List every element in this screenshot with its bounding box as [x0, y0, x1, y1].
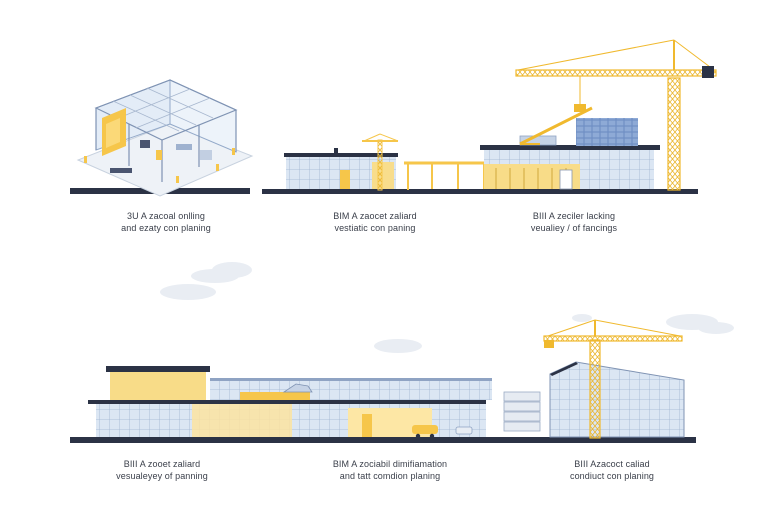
- hall-door: [362, 414, 372, 437]
- crane-hook-load: [574, 104, 586, 112]
- yellow-wall-panel-2: [106, 118, 120, 148]
- interior-machine: [140, 140, 150, 148]
- crane-counterweight: [544, 340, 554, 348]
- caption-panel-3: BIII A zeciler lacking veualiey / of fan…: [474, 210, 674, 234]
- caption-line-2: vesualeyey of panning: [116, 471, 208, 481]
- caption-panel-1: 3U A zacoal onlling and ezaty con planin…: [66, 210, 266, 234]
- front-columns: [95, 108, 237, 182]
- interior-figure: [156, 150, 162, 160]
- caption-panel-4: BIII A zooet zaliard vesualeyey of panni…: [62, 458, 262, 482]
- car-icons: [412, 425, 473, 439]
- office-annex: [372, 162, 394, 189]
- upper-floor-glass: [484, 150, 654, 164]
- roof-machinery: [282, 383, 313, 393]
- caption-line-1: BIII A zooet zaliard: [123, 459, 201, 469]
- glass-facade-building: [549, 361, 685, 438]
- interior-desk: [176, 144, 192, 150]
- office-yellow-door: [340, 170, 350, 189]
- caption-line-1: BIII A zeciler lacking: [532, 211, 616, 221]
- hall-yellow-roofline: [240, 392, 310, 400]
- worker-figures: [84, 148, 235, 183]
- office-roof: [284, 153, 398, 157]
- clouds: [160, 262, 734, 353]
- gable-roof: [106, 366, 210, 372]
- caption-panel-6: BIII Azacoct caliad condiuct con planing: [512, 458, 712, 482]
- caption-line-2: and tatt comdion planing: [339, 471, 441, 481]
- tower-crane: [515, 39, 717, 191]
- panel-2-art: [262, 133, 500, 194]
- ground-line: [262, 189, 412, 194]
- crane-counterweight: [702, 66, 714, 78]
- base-slab: [76, 123, 254, 197]
- caption-panel-2: BIM A zaocet zaliard vestiatic con panin…: [275, 210, 475, 234]
- tower-crane-2: [543, 319, 683, 439]
- caption-line-2: vestiatic con paning: [334, 223, 416, 233]
- material-stack: [503, 391, 541, 432]
- rooftop-panel-block: [576, 118, 638, 146]
- main-roof: [480, 145, 660, 150]
- secondary-crane-arm: [519, 106, 593, 146]
- canopy-beam: [88, 400, 486, 404]
- caption-line-1: 3U A zacoal onlling: [127, 211, 205, 221]
- roof-vent: [334, 148, 338, 153]
- interior-shelf: [200, 150, 212, 160]
- floor-mat: [110, 168, 132, 173]
- roof-mullions: [112, 87, 214, 132]
- caption-line-2: condiuct con planing: [569, 471, 655, 481]
- caption-panel-5: BIM A zociabil dimifiamation and tatt co…: [290, 458, 490, 482]
- entrance-door: [559, 169, 573, 190]
- panel-3-art: [410, 39, 717, 194]
- gable-upper-yellow: [110, 372, 206, 402]
- ground-floor-glass: [580, 164, 654, 189]
- hall-roof: [210, 378, 492, 381]
- small-crane: [362, 133, 399, 191]
- caption-line-1: BIII Azacoct caliad: [574, 459, 650, 469]
- facade-dark-cap: [550, 362, 578, 376]
- caption-line-1: BIM A zaocet zaliard: [333, 211, 417, 221]
- caption-line-2: and ezaty con planing: [121, 223, 211, 233]
- ground-line: [70, 437, 490, 443]
- panel-6-art: [490, 319, 696, 443]
- ground-line: [490, 437, 696, 443]
- caption-line-2: veualiey / of fancings: [530, 223, 618, 233]
- panel-4-art: [70, 366, 541, 443]
- panel-1-art: [70, 79, 254, 197]
- lower-yellow-band: [192, 404, 292, 437]
- ground-floor-mullions: [495, 168, 567, 189]
- caption-line-1: BIM A zociabil dimifiamation: [332, 459, 448, 469]
- ground-line: [410, 189, 698, 194]
